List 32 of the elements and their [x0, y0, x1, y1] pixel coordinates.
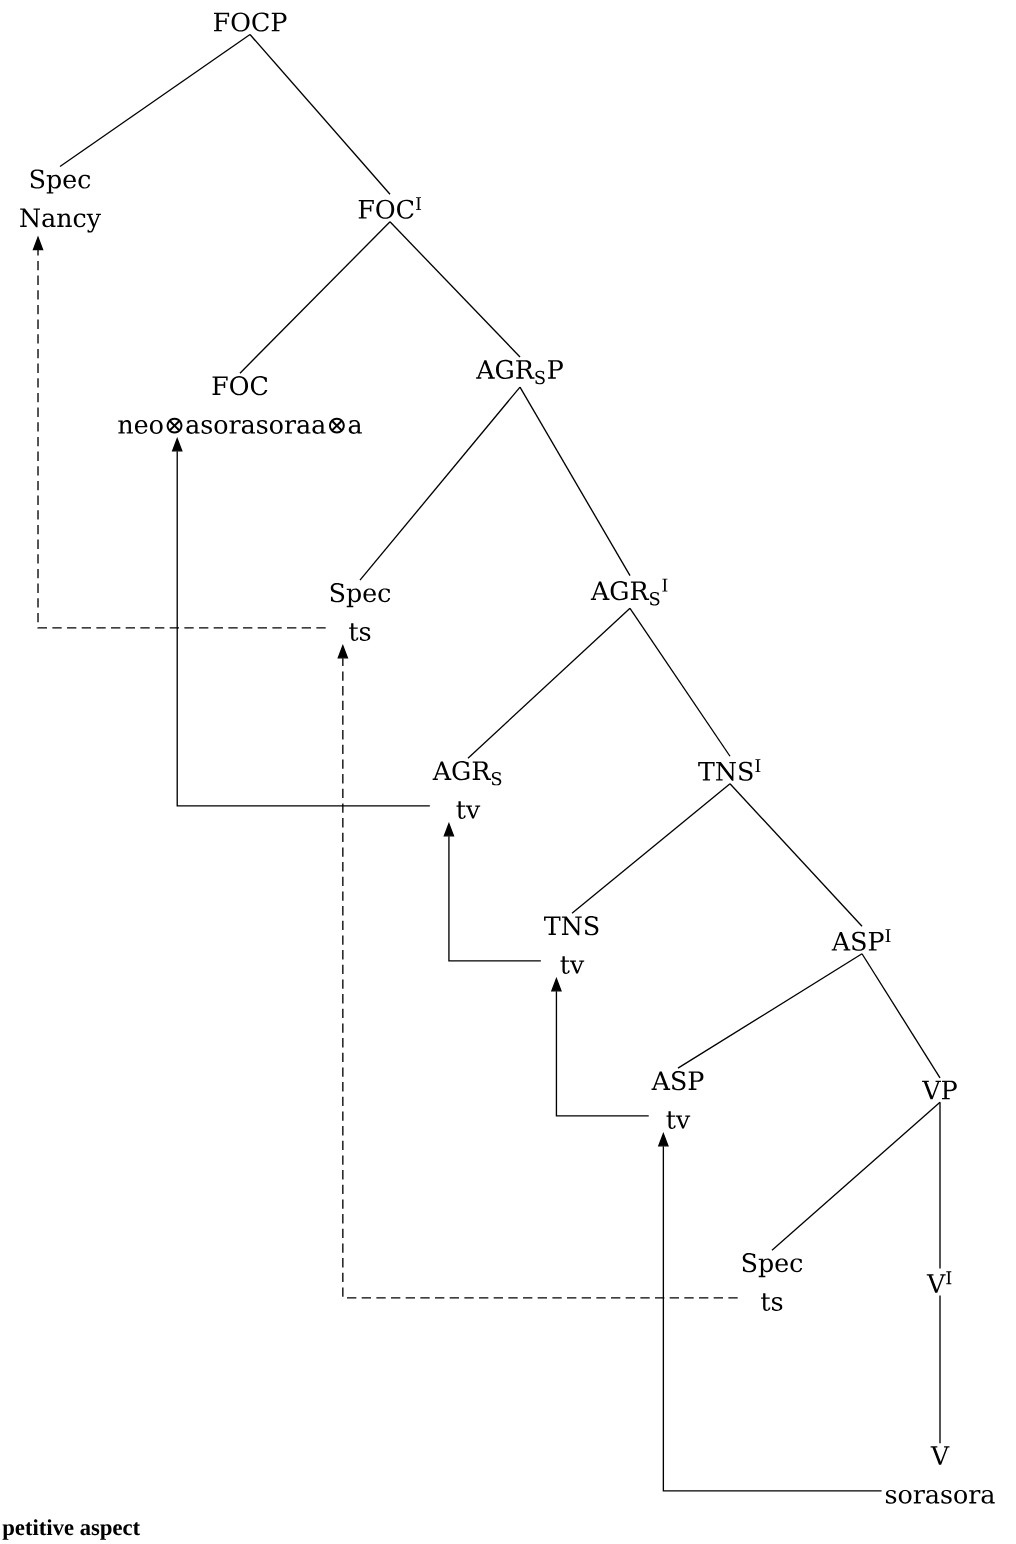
tree-label: VP	[922, 1080, 957, 1100]
branch-line	[771, 1101, 941, 1251]
tree-label: TNS$^{I}$	[698, 759, 761, 781]
branch-line	[59, 33, 251, 168]
branch-line	[389, 221, 521, 358]
branch-line	[629, 607, 731, 757]
tree-label: FOCP	[214, 12, 287, 32]
branch-line	[861, 953, 941, 1079]
branch-line	[677, 953, 863, 1069]
branch-line	[939, 1294, 941, 1444]
branch-line	[249, 33, 391, 195]
branch-line	[571, 783, 731, 914]
tree-label: AGR$_{S}$ tv	[432, 761, 502, 819]
tree-label: ASP tv	[651, 1071, 704, 1129]
tree-label: Spec Nancy	[20, 169, 101, 233]
tree-label: Spec ts	[330, 583, 391, 641]
tree-label: Spec ts	[742, 1253, 803, 1311]
branch-line	[939, 1101, 941, 1270]
tree-label: AGR$_{S}$P	[476, 359, 563, 385]
tree-label: V$^{I}$	[926, 1271, 952, 1293]
caption-text: petitive aspect	[2, 1519, 140, 1540]
tree-label: FOC$^{I}$	[358, 197, 422, 219]
tree-label: V sorasora	[885, 1446, 995, 1504]
branch-line	[519, 386, 631, 577]
branch-line	[359, 386, 521, 581]
tree-label: FOC neo⊗asorasoraa⊗a	[118, 376, 362, 434]
tree-label: AGR$_{S}$I	[590, 578, 668, 606]
tree-label: ASP$^{I}$	[831, 929, 891, 951]
branch-line	[467, 607, 631, 759]
tree-label: TNS tv	[544, 916, 599, 974]
branch-line	[239, 221, 391, 374]
branch-line	[729, 783, 863, 927]
